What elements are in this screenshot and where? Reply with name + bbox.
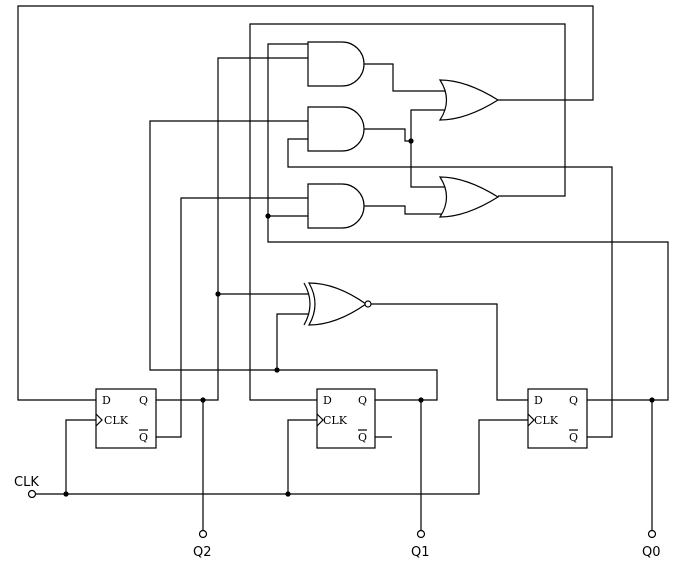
ff0-pin-d: D [534, 394, 543, 407]
q2-output-terminal [198, 529, 208, 539]
q2-output-label: Q2 [193, 545, 212, 560]
junction-dot [63, 491, 69, 497]
xnor-extra-arc [303, 282, 311, 326]
ff1-pin-q: Q [358, 394, 367, 407]
gates [303, 41, 500, 326]
wire-q0bar-to-and2 [287, 138, 613, 438]
q1-output-label: Q1 [411, 545, 430, 560]
wire-q1-out [149, 120, 438, 401]
ff1-clock-triangle [316, 413, 324, 427]
clk-input-terminal [27, 489, 37, 499]
wire-and1-to-or1 [364, 63, 447, 92]
junction-dot [285, 491, 291, 497]
junctions [63, 138, 655, 497]
xnor-gate [307, 282, 368, 326]
wire-and2-to-or [364, 109, 447, 142]
or-gate-1 [438, 79, 500, 121]
flip-flop-q2: D Q CLK Q [95, 388, 175, 449]
ff0-pin-qbar: Q [569, 431, 578, 444]
io-terminals: CLK Q2 Q1 Q0 [14, 475, 661, 560]
ff2-pin-q: Q [139, 394, 148, 407]
ff1-body [316, 388, 376, 449]
junction-dot [265, 213, 271, 219]
clk-input-label: CLK [14, 475, 39, 490]
junction-dot [274, 367, 280, 373]
xnor-inversion-bubble [364, 300, 372, 308]
wire-q2-out [175, 57, 308, 401]
q0-output-terminal [647, 529, 657, 539]
ff0-pin-q: Q [569, 394, 578, 407]
ff0-clock-triangle [527, 413, 535, 427]
ff2-pin-qbar: Q [139, 431, 148, 444]
junction-dot [408, 138, 414, 144]
ff2-body [95, 388, 157, 449]
wire-clk-ff2 [65, 419, 96, 494]
and-gate-2 [307, 106, 365, 152]
junction-dot [200, 397, 206, 403]
ff0-pin-clk: CLK [534, 414, 559, 427]
ff2-pin-d: D [102, 394, 111, 407]
ff1-pin-d: D [323, 394, 332, 407]
ff0-body [527, 388, 588, 449]
wire-q1-to-xnor [276, 313, 309, 370]
wire-and2-to-or2 [410, 141, 447, 188]
wire-xnor-to-ff0-d [371, 303, 528, 401]
ff2-clock-triangle [95, 413, 103, 427]
wire-and3-to-or2 [364, 205, 447, 215]
and-gate-1 [307, 41, 365, 87]
and-gate-3 [307, 183, 365, 229]
wire-q2bar-to-and3 [175, 197, 308, 438]
ff2-pin-clk: CLK [104, 414, 129, 427]
junction-dot [215, 291, 221, 297]
junction-dot [649, 397, 655, 403]
wire-or1-to-ff2-d [17, 5, 594, 401]
wire-clk-ff1 [287, 419, 317, 494]
q1-output-terminal [416, 529, 426, 539]
wire-clk-bus [36, 419, 528, 495]
flip-flop-q1: D Q CLK Q [316, 388, 376, 449]
q0-output-label: Q0 [642, 545, 661, 560]
flip-flop-q0: D Q CLK Q [527, 388, 588, 449]
wire-or2-to-ff1-d [249, 23, 566, 401]
ff1-pin-clk: CLK [323, 414, 348, 427]
ff1-pin-qbar: Q [358, 431, 367, 444]
or-gate-2 [438, 176, 500, 218]
junction-dot [418, 397, 424, 403]
